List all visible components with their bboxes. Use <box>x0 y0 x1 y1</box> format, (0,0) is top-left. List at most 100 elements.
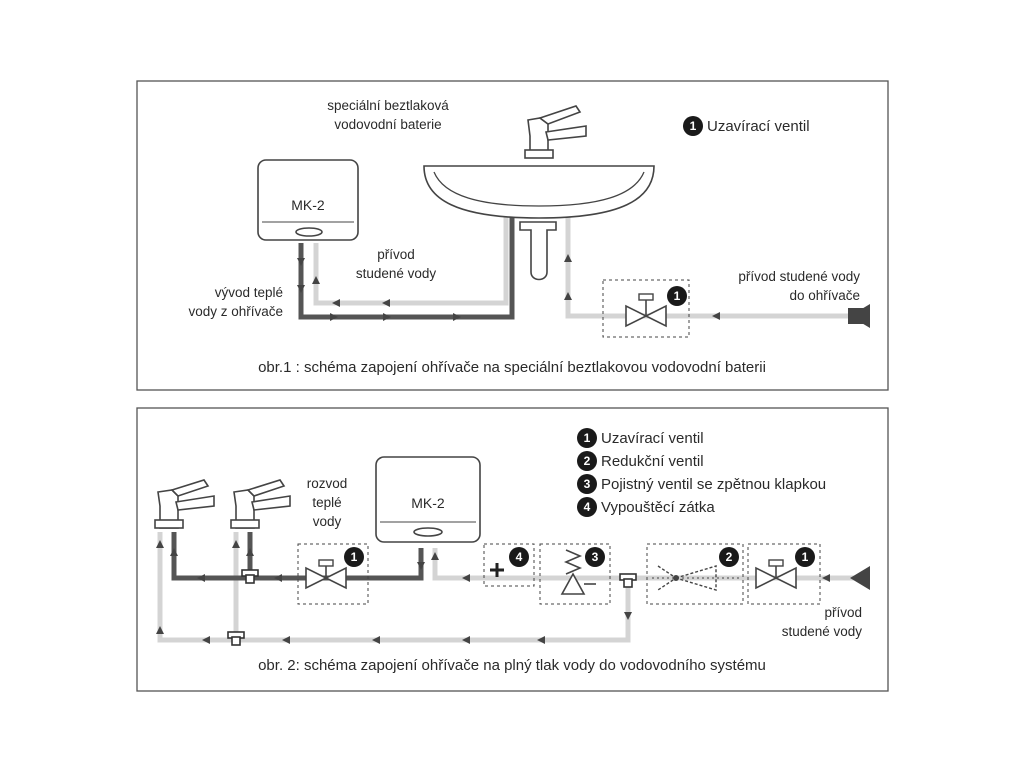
siphon <box>519 221 557 281</box>
cold-supply-label: studené vody <box>356 266 437 281</box>
safety-box <box>539 543 611 605</box>
arrow-up-icon <box>564 254 572 262</box>
arrow-up-icon <box>431 552 439 560</box>
tee-fittings <box>227 569 637 646</box>
safety-valve: 3 <box>539 543 611 605</box>
inlet-label: studené vody <box>782 624 863 639</box>
valve-box <box>602 279 690 338</box>
legend-item: Redukční ventil <box>601 453 704 470</box>
number-badge <box>577 474 597 494</box>
panel-1-legend: 1 Uzavírací ventil <box>683 116 810 136</box>
svg-text:2: 2 <box>584 454 591 468</box>
faucet-right <box>230 479 291 529</box>
wash-basin <box>423 105 655 281</box>
cold-pipe-distribution <box>157 532 631 643</box>
arrow-down-icon <box>624 612 632 620</box>
hot-dist-label: teplé <box>312 495 341 510</box>
svg-text:4: 4 <box>584 500 591 514</box>
svg-text:1: 1 <box>351 550 358 564</box>
drain-plug: 4 <box>483 543 535 587</box>
arrow-left-icon <box>282 636 290 644</box>
faucet-label: speciální beztlaková <box>327 98 449 113</box>
inlet-arrow-icon <box>850 566 870 590</box>
legend-item: Uzavírací ventil <box>601 430 704 447</box>
number-badge <box>719 547 739 567</box>
arrow-up-icon <box>564 292 572 300</box>
legend-item: Vypouštěcí zátka <box>601 499 715 516</box>
legend-item: Pojistný ventil se zpětnou klapkou <box>601 476 826 493</box>
cold-supply-label: přívod <box>377 247 415 262</box>
faucet-label: vodovodní baterie <box>334 117 441 132</box>
arrow-left-icon <box>197 574 205 582</box>
faucet-base <box>524 149 554 159</box>
arrow-left-icon <box>537 636 545 644</box>
arrow-up-icon <box>170 548 178 556</box>
arrow-up-icon <box>246 548 254 556</box>
arrow-left-icon <box>274 574 282 582</box>
basin-bowl <box>423 165 655 219</box>
inlet-label: přívod <box>824 605 862 620</box>
heater-mk2: MK-2 <box>257 159 359 241</box>
arrow-right-icon <box>383 313 391 321</box>
number-badge <box>577 497 597 517</box>
heater-body <box>375 456 481 543</box>
arrow-up-icon <box>156 626 164 634</box>
arrow-down-icon <box>417 562 425 570</box>
arrow-right-icon <box>330 313 338 321</box>
tee-fitting-icon <box>231 636 241 646</box>
arrow-left-icon <box>372 636 380 644</box>
number-badge <box>683 116 703 136</box>
svg-text:1: 1 <box>584 431 591 445</box>
valve-icon <box>305 566 328 590</box>
arrow-up-icon <box>232 540 240 548</box>
svg-text:3: 3 <box>584 477 591 491</box>
faucet-left <box>154 479 215 529</box>
panel-2: MK-2 1 4 3 <box>136 407 889 692</box>
arrow-right-icon <box>453 313 461 321</box>
inlet-label: přívod studené vody <box>738 269 860 284</box>
inlet-label: do ohřívače <box>789 288 860 303</box>
tee-fitting-icon <box>623 578 633 588</box>
arrow-left-icon <box>202 636 210 644</box>
svg-text:1: 1 <box>690 119 697 133</box>
faucet-icon <box>175 495 215 511</box>
faucet-icon <box>251 495 291 511</box>
arrow-left-icon <box>712 312 720 320</box>
arrow-up-icon <box>156 540 164 548</box>
inlet-arrow-icon <box>850 304 870 328</box>
panel-1-caption: obr.1 : schéma zapojení ohřívače na spec… <box>258 359 766 376</box>
arrow-down-icon <box>297 258 305 266</box>
heater-label: MK-2 <box>411 495 445 511</box>
number-badge <box>585 547 605 567</box>
hot-outlet-label: vody z ohřívače <box>188 304 283 319</box>
valve-icon <box>755 566 778 590</box>
arrow-left-icon <box>822 574 830 582</box>
heater-body <box>257 159 359 241</box>
svg-text:1: 1 <box>674 289 681 303</box>
faucet-lever <box>538 105 582 125</box>
panel-2-hot-shutoff-valve: 1 <box>297 543 369 605</box>
panel-1-flow-arrows <box>297 254 870 328</box>
tee-fitting-icon <box>245 574 255 584</box>
hot-dist-label: vody <box>313 514 342 529</box>
number-badge <box>344 547 364 567</box>
number-badge <box>509 547 529 567</box>
svg-text:2: 2 <box>726 550 733 564</box>
number-badge <box>577 451 597 471</box>
hot-pipe-outlet <box>298 217 515 320</box>
heater-label: MK-2 <box>291 197 325 213</box>
number-badge <box>795 547 815 567</box>
arrow-down-icon <box>297 285 305 293</box>
heater-indicator <box>413 527 443 537</box>
hot-dist-label: rozvod <box>307 476 348 491</box>
panel-1: MK-2 1 speciální beztlaková vodovodní <box>136 80 889 391</box>
valve-box <box>297 543 369 605</box>
drain-box <box>483 543 535 587</box>
reducer-box <box>646 543 744 605</box>
number-badge <box>667 286 687 306</box>
cold-pipe-to-heater <box>313 217 509 306</box>
safety-valve-icon <box>560 572 586 595</box>
reducing-valve: 2 <box>646 543 744 605</box>
reducer-icon <box>675 565 717 591</box>
